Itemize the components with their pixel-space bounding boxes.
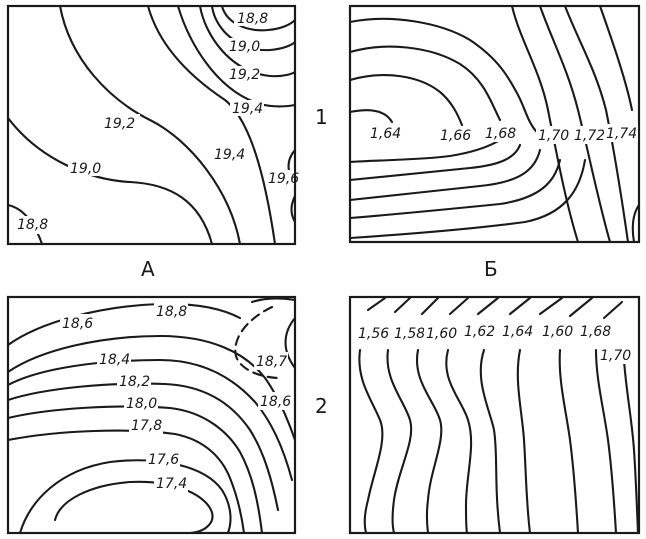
contour-label: 17,6 (148, 452, 179, 468)
isoline (348, 158, 562, 220)
isoline (598, 4, 634, 112)
isoline (348, 45, 502, 122)
panel-a2-frame (6, 295, 297, 535)
contour-label: 19,4 (232, 101, 263, 117)
isoline (366, 296, 387, 312)
isoline (538, 4, 612, 244)
isoline (622, 358, 640, 535)
isoline (220, 4, 297, 32)
isoline (250, 297, 297, 304)
isoline (568, 296, 594, 318)
isoline (290, 194, 297, 224)
isoline (386, 348, 413, 535)
isoline (6, 429, 246, 535)
row-label-1: 1 (315, 105, 328, 129)
isoline (631, 203, 641, 244)
isoline (6, 382, 280, 512)
isoline (479, 348, 502, 535)
contour-label: 18,8 (237, 11, 268, 27)
isoline (510, 4, 580, 244)
isoline (415, 348, 443, 535)
column-label-a: А (141, 257, 155, 281)
panel-a2: 18,6 18,8 18,4 18,2 18,0 17,8 17,6 17,4 … (6, 295, 297, 535)
contour-label: 1,72 (574, 128, 605, 144)
isoline (348, 74, 464, 127)
contour-label: 19,0 (229, 39, 260, 55)
contour-label: 1,74 (606, 126, 637, 142)
contour-label: 1,62 (464, 324, 495, 340)
isoline (558, 348, 580, 535)
isoline (393, 296, 412, 314)
contour-label: 1,56 (358, 326, 389, 342)
isoline (6, 358, 294, 482)
contour-label: 1,70 (600, 348, 631, 364)
isoline (602, 300, 624, 320)
contour-label: 1,58 (394, 326, 425, 342)
contour-label: 18,6 (260, 394, 291, 410)
isoline (594, 348, 618, 535)
contour-label: 19,2 (104, 116, 135, 132)
isoline (146, 4, 277, 246)
isoline (348, 17, 542, 137)
contour-label: 18,6 (62, 316, 93, 332)
isoline (516, 348, 532, 535)
isoline (448, 296, 470, 316)
contour-label: 19,2 (229, 67, 260, 83)
panel-b1-frame (348, 4, 641, 244)
panel-b1: 1,64 1,66 1,68 1,70 1,72 1,74 (348, 4, 641, 244)
isoline (420, 296, 440, 316)
contour-label: 18,7 (256, 354, 287, 370)
isoline (563, 4, 630, 244)
isoline (284, 316, 297, 370)
panel-a1-frame (6, 4, 297, 246)
isoline (348, 158, 587, 240)
contour-label: 1,64 (370, 126, 401, 142)
isoline-dashed (234, 305, 282, 380)
contour-label: 19,4 (214, 147, 245, 163)
isoline (445, 348, 473, 535)
column-label-b: Б (484, 257, 498, 281)
contour-label: 1,64 (502, 324, 533, 340)
isoline (210, 4, 297, 52)
isoline (476, 296, 500, 316)
contour-label: 1,60 (542, 324, 573, 340)
contour-label: 19,6 (268, 171, 299, 187)
row-label-2: 2 (315, 394, 328, 418)
isoline (508, 296, 532, 316)
isoline (53, 480, 214, 535)
panel-a1: 18,8 19,0 19,2 19,4 19,2 19,0 19,4 19,6 … (6, 4, 299, 246)
isoline (176, 4, 297, 108)
isoline (348, 138, 502, 164)
contour-label: 18,0 (126, 396, 157, 412)
contour-label: 18,8 (156, 304, 187, 320)
contour-label: 18,8 (17, 217, 48, 233)
contour-label: 18,4 (99, 352, 130, 368)
contour-label: 19,0 (70, 161, 101, 177)
isoline (6, 302, 242, 347)
contour-label: 17,8 (131, 418, 162, 434)
isoline (348, 109, 394, 124)
isoline (6, 405, 264, 535)
contour-label: 1,68 (580, 324, 611, 340)
isoline (348, 143, 522, 182)
isoline (6, 116, 214, 246)
contour-label: 1,60 (426, 326, 457, 342)
isoline (58, 4, 242, 246)
isoline (198, 4, 297, 78)
contour-label: 17,4 (156, 476, 187, 492)
contour-label: 1,66 (440, 128, 471, 144)
isoline (358, 348, 384, 535)
panel-b2-frame (348, 295, 641, 535)
contour-label: 1,70 (538, 128, 569, 144)
contour-label: 1,68 (485, 126, 516, 142)
panel-b2: 1,56 1,58 1,60 1,62 1,64 1,60 1,68 1,70 (348, 295, 641, 535)
isoline (348, 148, 542, 202)
contour-label: 18,2 (119, 374, 150, 390)
isoline (538, 296, 564, 316)
